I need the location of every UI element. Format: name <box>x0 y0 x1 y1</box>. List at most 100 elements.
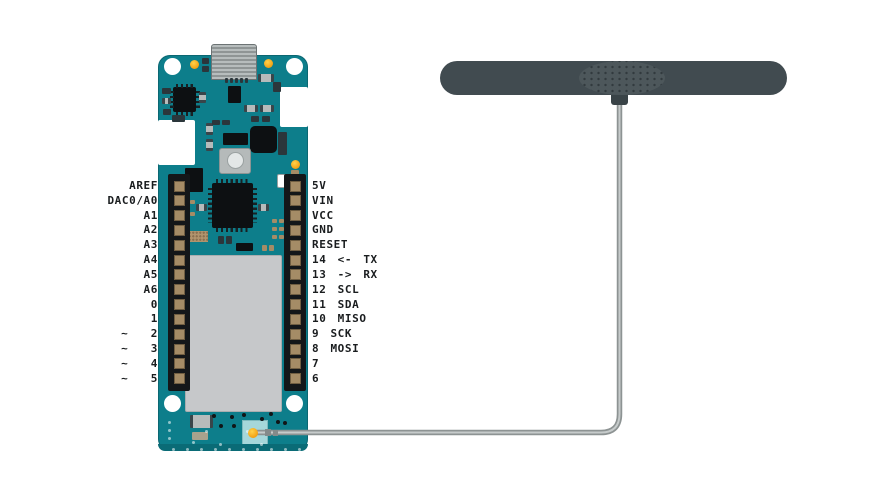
charge-led <box>263 58 273 68</box>
smd-component <box>222 120 230 125</box>
pcb-dot <box>168 429 171 432</box>
mounting-hole <box>285 394 303 412</box>
pin-label-a6: A6 <box>143 282 158 296</box>
pin-label-gnd: GND <box>312 223 334 237</box>
smd-component <box>258 74 274 82</box>
pcb-dot <box>168 437 171 440</box>
via <box>242 413 246 417</box>
via <box>232 424 236 428</box>
antenna-cable-joint <box>611 95 628 105</box>
via <box>276 420 280 424</box>
mounting-hole <box>163 394 181 412</box>
pin-label-3: ~ 3 <box>121 342 158 356</box>
smd-component <box>262 116 270 122</box>
smd-component <box>251 116 259 122</box>
connector-outline-right <box>280 87 308 127</box>
pin-pad <box>289 343 301 355</box>
rf-shield <box>185 255 282 412</box>
pcb-dot <box>242 448 245 451</box>
pin-label-2: ~ 2 <box>121 327 158 341</box>
via <box>230 415 234 419</box>
pcb-dot <box>168 421 171 424</box>
pcb-dot <box>298 448 301 451</box>
pin-pad <box>289 284 301 296</box>
pin-pad <box>289 254 301 266</box>
test-pad <box>272 219 277 223</box>
smd-component <box>162 98 171 104</box>
reset-button <box>219 148 251 174</box>
pcb-dot <box>260 443 263 446</box>
usb-pin <box>235 78 238 83</box>
pin-pad <box>173 373 185 385</box>
pin-header-left <box>168 174 190 391</box>
connector-outline-left <box>158 120 195 165</box>
pin-pad <box>173 358 185 370</box>
smd-component <box>202 58 209 64</box>
test-pad <box>272 227 277 231</box>
pcb-dot <box>270 448 273 451</box>
pin-pad <box>173 210 185 222</box>
via <box>219 424 223 428</box>
cable-crimp <box>273 430 278 436</box>
via <box>283 421 287 425</box>
pin-label-5v: 5V <box>312 179 327 192</box>
smd-component <box>192 432 208 440</box>
builtin-led <box>291 160 300 169</box>
antenna-label-oval <box>579 61 665 95</box>
pcb-dot <box>214 448 217 451</box>
usb-pin <box>240 78 243 83</box>
power-led <box>189 59 199 69</box>
pin-header-right <box>284 174 306 391</box>
pin-pad <box>173 224 185 236</box>
smd-component <box>199 92 206 103</box>
smd-component <box>258 204 269 211</box>
pin-label-0: 0 <box>150 297 158 311</box>
pin-pad <box>289 313 301 325</box>
smd-component <box>236 243 253 251</box>
smd-component <box>190 415 213 428</box>
arduino-mkr-board <box>158 44 308 451</box>
crypto-chip <box>173 87 196 112</box>
pin-pad <box>289 358 301 370</box>
test-pad <box>190 212 195 216</box>
pin-pad <box>173 195 185 207</box>
pin-pad <box>173 313 185 325</box>
usb-pin <box>245 78 248 83</box>
pin-pad <box>289 210 301 222</box>
test-pad <box>272 235 277 239</box>
inductor <box>223 133 248 145</box>
pin-label-dac0-a0: DAC0/A0 <box>107 193 158 207</box>
pin-label-a5: A5 <box>143 267 158 281</box>
pcb-dot <box>246 430 249 433</box>
pin-label-a1: A1 <box>143 208 158 222</box>
pin-label-aref: AREF <box>129 179 158 192</box>
pcb-dot <box>284 448 287 451</box>
pin-label-12-scl: 12 SCL <box>312 282 360 296</box>
pcb-dot <box>192 441 195 444</box>
pin-label-5: ~ 5 <box>121 371 158 385</box>
main-mcu <box>212 183 253 228</box>
usb-pin <box>225 78 228 83</box>
via <box>212 414 216 418</box>
smd-component <box>228 86 241 103</box>
pin-label-a3: A3 <box>143 238 158 252</box>
pin-label-11-sda: 11 SDA <box>312 297 360 311</box>
pin-label-a2: A2 <box>143 223 158 237</box>
pin-label-14-tx: 14 <- TX <box>312 253 378 267</box>
pin-pad <box>289 224 301 236</box>
smd-component <box>206 139 213 151</box>
pin-pad <box>173 269 185 281</box>
pin-label-9-sck: 9 SCK <box>312 327 353 341</box>
smd-component <box>162 88 171 94</box>
pcb-dot <box>228 448 231 451</box>
test-pad <box>269 245 274 251</box>
pin-pad <box>173 254 185 266</box>
pin-pad <box>173 299 185 311</box>
pin-label-13-rx: 13 -> RX <box>312 267 378 281</box>
pcb-dot <box>219 443 222 446</box>
pin-label-4: ~ 4 <box>121 356 158 370</box>
power-management-chip <box>250 126 277 153</box>
cable-crimp <box>265 429 271 436</box>
